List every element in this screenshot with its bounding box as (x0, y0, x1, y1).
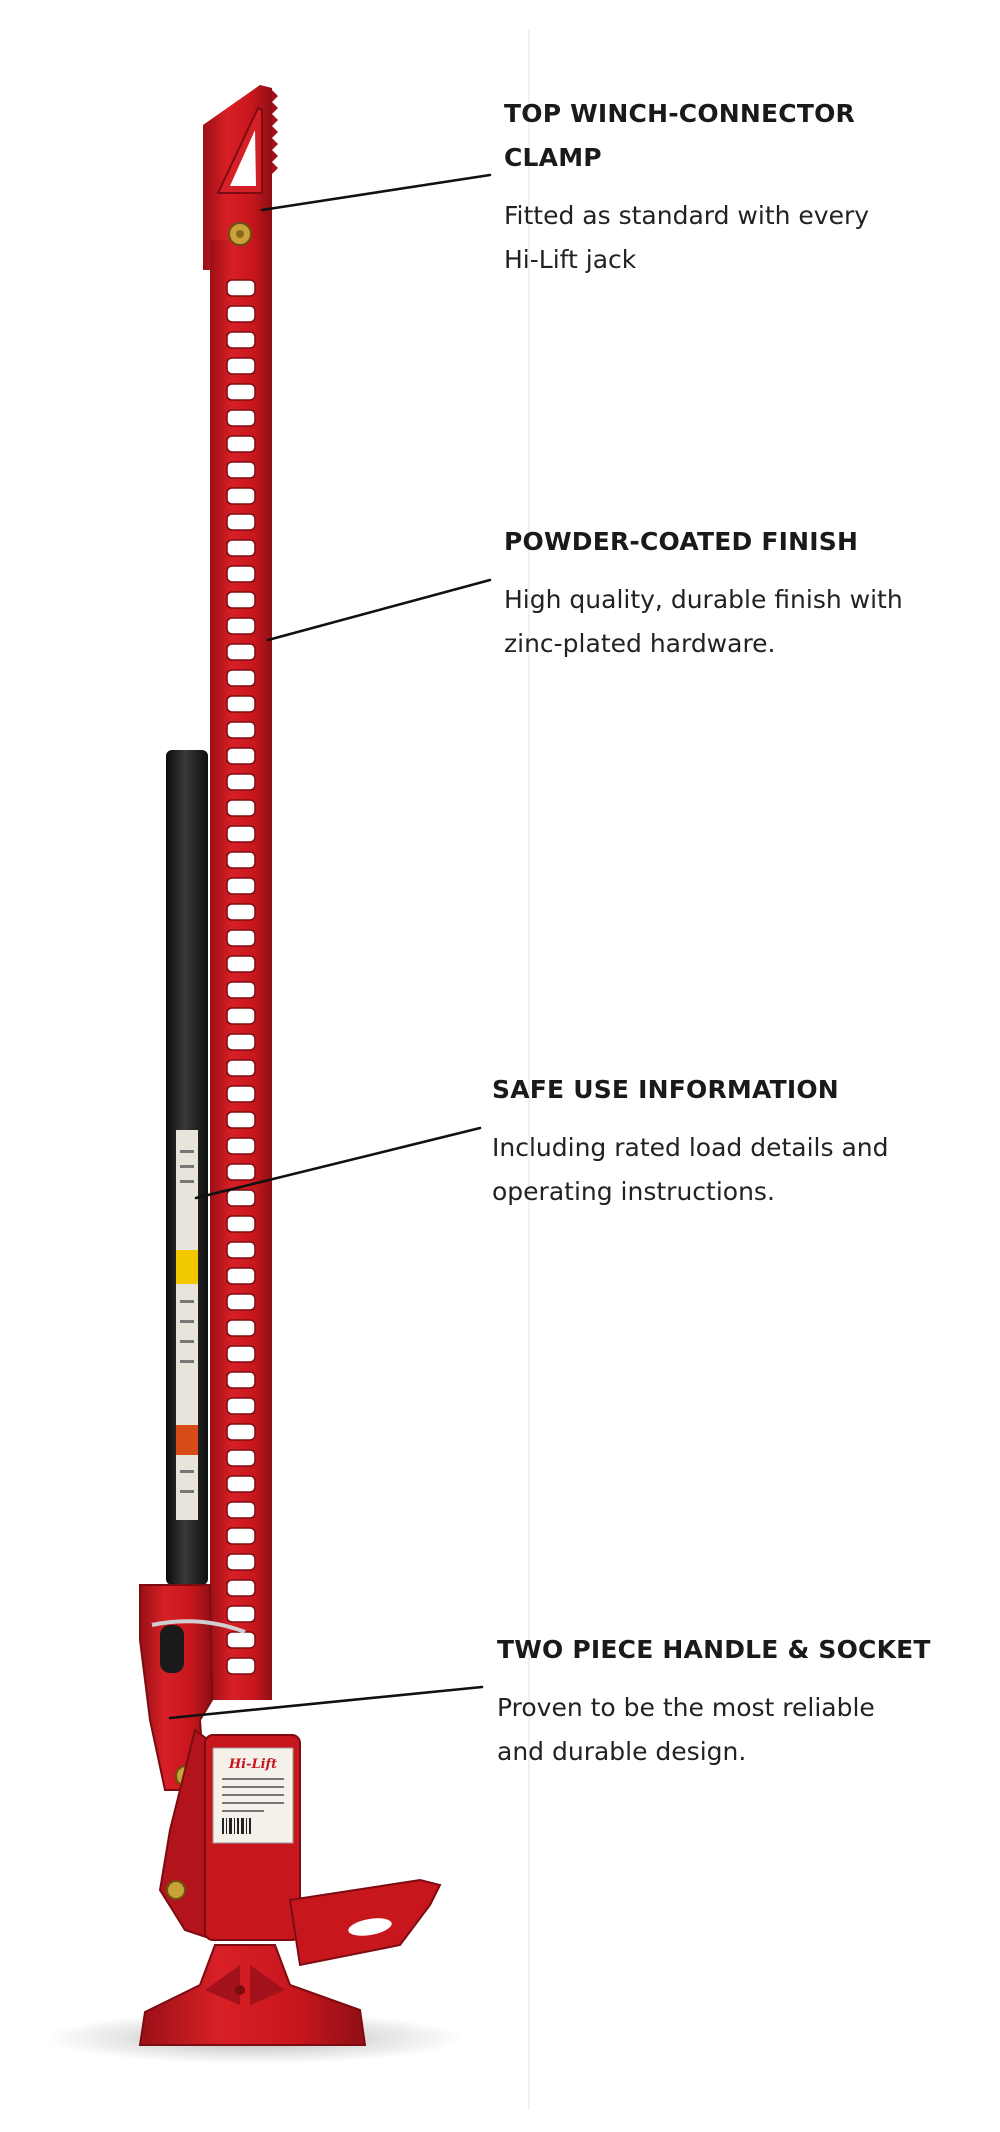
bar-hole (226, 487, 256, 505)
bar-hole (226, 1631, 256, 1649)
bar-hole (226, 1137, 256, 1155)
climbing-mechanism: Hi-Lift (158, 1728, 301, 1942)
bar-hole (226, 877, 256, 895)
bar-hole (226, 1579, 256, 1597)
bar-hole (226, 695, 256, 713)
bar-hole (226, 1241, 256, 1259)
bar-hole (226, 617, 256, 635)
bar-hole (226, 1085, 256, 1103)
bar-hole (226, 1111, 256, 1129)
label-brand: Hi-Lift (228, 1757, 277, 1772)
bar-hole (226, 799, 256, 817)
bar-hole (226, 461, 256, 479)
bar-hole (226, 669, 256, 687)
bar-hole (226, 383, 256, 401)
bar-hole (226, 773, 256, 791)
bar-hole (226, 1007, 256, 1025)
bar-hole (226, 955, 256, 973)
bar-hole (226, 1475, 256, 1493)
bar-hole (226, 279, 256, 297)
leader-line-safe-use (194, 1126, 482, 1200)
bar-hole (226, 929, 256, 947)
bar-hole (226, 643, 256, 661)
black-handle (166, 750, 208, 1585)
bar-hole (226, 1267, 256, 1285)
bar-hole (226, 513, 256, 531)
bar-hole (226, 1423, 256, 1441)
bar-hole (226, 1449, 256, 1467)
bar-hole (226, 825, 256, 843)
callout-title: TWO PIECE HANDLE & SOCKET (497, 1635, 931, 1664)
leader-line-finish (266, 578, 492, 642)
leader-line-handle (168, 1685, 484, 1720)
bar-hole (226, 1371, 256, 1389)
bar-hole (226, 331, 256, 349)
bar-hole (226, 981, 256, 999)
bar-hole (226, 539, 256, 557)
leader-line-clamp (260, 173, 492, 212)
callout-handle-socket: TWO PIECE HANDLE & SOCKET Proven to be t… (497, 1628, 1000, 1774)
callout-title: SAFE USE INFORMATION (492, 1075, 839, 1104)
bar-hole (226, 591, 256, 609)
bar-hole (226, 1553, 256, 1571)
bar-hole (226, 851, 256, 869)
bar-hole (226, 1605, 256, 1623)
base-plate (138, 1944, 367, 2046)
bar-hole (226, 409, 256, 427)
bar-hole (226, 721, 256, 739)
leader-lines (168, 173, 492, 1720)
callout-safe-use: SAFE USE INFORMATION Including rated loa… (492, 1068, 1000, 1214)
bar-hole (226, 1501, 256, 1519)
bar-hole (226, 747, 256, 765)
callout-title: POWDER-COATED FINISH (504, 527, 859, 556)
callout-powder-finish: POWDER-COATED FINISH High quality, durab… (504, 520, 1000, 666)
bar-hole (226, 1527, 256, 1545)
bar-hole (226, 903, 256, 921)
bar-hole (226, 1345, 256, 1363)
bar-hole (226, 1397, 256, 1415)
bar-hole (226, 435, 256, 453)
bar-hole (226, 305, 256, 323)
bar-hole (226, 357, 256, 375)
bar-hole (226, 1319, 256, 1337)
bar-hole (226, 1189, 256, 1207)
bar-holes (226, 279, 256, 1675)
bar-hole (226, 1293, 256, 1311)
bar-hole (226, 1033, 256, 1051)
bar-hole (226, 1657, 256, 1675)
bar-hole (226, 1163, 256, 1181)
bar-hole (226, 565, 256, 583)
bar-hole (226, 1059, 256, 1077)
bar-hole (226, 1215, 256, 1233)
